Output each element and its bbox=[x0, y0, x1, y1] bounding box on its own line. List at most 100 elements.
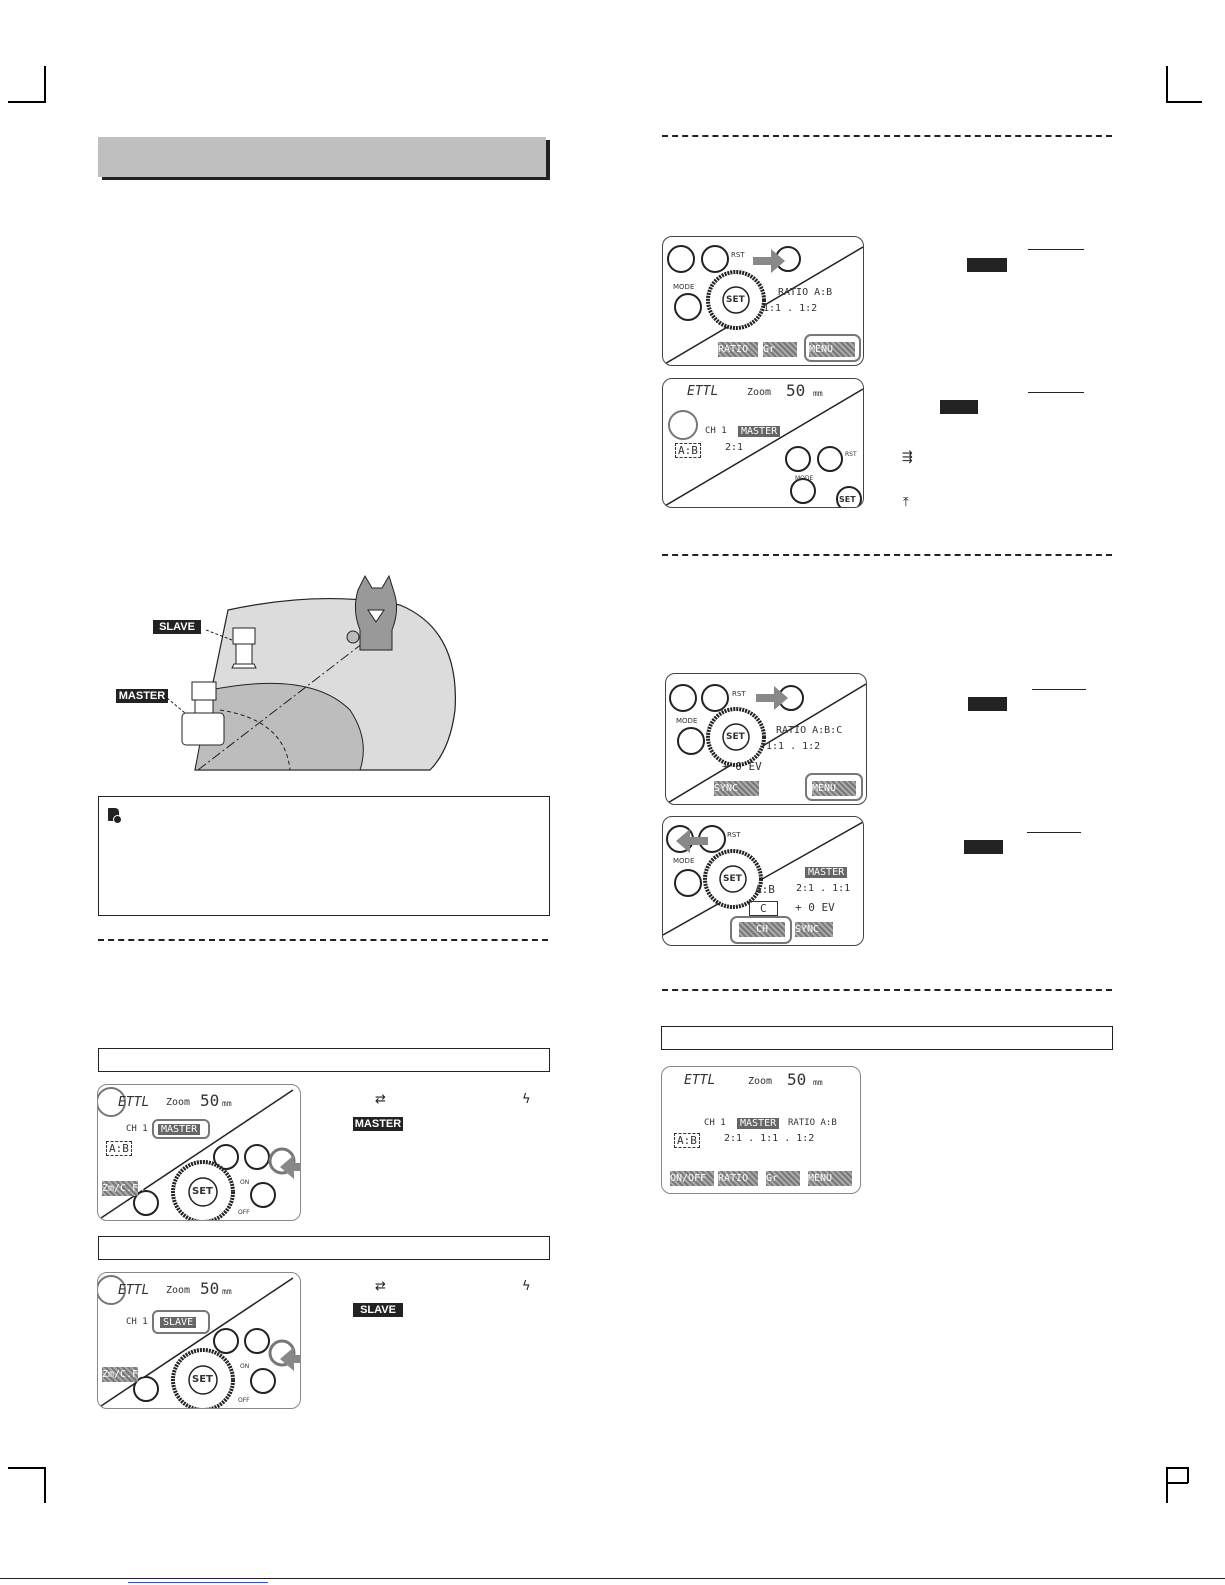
lcd-role: MASTER bbox=[805, 867, 848, 878]
slave-badge: SLAVE bbox=[153, 620, 201, 634]
lcd-group: A:B bbox=[106, 1141, 132, 1156]
note-box bbox=[98, 796, 550, 916]
lcd-mode: ETTL bbox=[687, 384, 719, 399]
slave-unit-icon: ⤒ bbox=[903, 495, 909, 510]
lcd-ev: + 0 EV bbox=[795, 901, 835, 914]
btn-off-label: OFF bbox=[238, 1209, 250, 1216]
master-flash-icon bbox=[181, 681, 225, 746]
lcd-ratio: RATIO A:B bbox=[788, 1118, 837, 1128]
lcd-menu-panel-2: ETTL Zoom 50 mm CH 1 MASTER A:B 2:1 RST … bbox=[662, 378, 864, 508]
lcd-menu-panel-4: RST MODE SET MASTER A:B 2:1 . 1:1 C + 0 … bbox=[662, 816, 864, 946]
btn-set-label[interactable]: SET bbox=[192, 1186, 213, 1197]
btn-set-label[interactable]: SET bbox=[192, 1374, 213, 1385]
soft-key-zm-cfn[interactable]: Zm/C.Fn bbox=[102, 1181, 145, 1196]
lcd-zoom-unit: mm bbox=[222, 1099, 232, 1108]
lcd-zoom: Zoom bbox=[748, 1076, 773, 1087]
btn-on-label: ON bbox=[240, 1363, 250, 1370]
soft-key-ratio[interactable]: RATIO bbox=[718, 342, 758, 357]
menu-key-box bbox=[967, 258, 1007, 272]
lcd-zoom-unit: mm bbox=[222, 1287, 232, 1296]
wireless-button-icon: ⇄ bbox=[375, 1279, 386, 1294]
lcd-zoom: Zoom bbox=[166, 1285, 191, 1296]
menu-key-box bbox=[940, 400, 978, 414]
slave-unit-icon: ⇶ bbox=[902, 450, 913, 465]
underline bbox=[1032, 689, 1086, 690]
soft-key-gr[interactable]: Gr bbox=[763, 342, 797, 357]
lcd-ratio: RATIO A:B bbox=[778, 287, 833, 298]
lcd-role: MASTER bbox=[158, 1124, 201, 1135]
master-mode-badge: MASTER bbox=[353, 1117, 403, 1131]
btn-on-label: ON bbox=[240, 1179, 250, 1186]
slave-mode-badge: SLAVE bbox=[353, 1303, 403, 1317]
lcd-values: 1:1 . 1:2 bbox=[763, 303, 818, 314]
lcd-zoom-unit: mm bbox=[813, 1078, 823, 1087]
btn-set-label[interactable]: SET bbox=[726, 295, 745, 305]
crop-mark bbox=[1166, 1467, 1168, 1503]
lcd-role: SLAVE bbox=[160, 1317, 197, 1328]
soft-key-on-off[interactable]: ON/OFF bbox=[670, 1171, 714, 1186]
btn-rst-label: RST bbox=[731, 251, 745, 259]
menu-key-box bbox=[964, 840, 1003, 854]
footer-link-underline[interactable] bbox=[128, 1582, 268, 1583]
lcd-ratio: RATIO A:B:C bbox=[776, 725, 843, 736]
lcd-values: 1:1 . 1:2 bbox=[766, 741, 821, 752]
lcd-result-panel: ETTL Zoom 50 mm CH 1 MASTER RATIO A:B A:… bbox=[661, 1066, 861, 1194]
dashed-separator bbox=[662, 135, 1112, 137]
soft-key-menu[interactable]: MENU bbox=[808, 1171, 852, 1186]
btn-mode-label: MODE bbox=[795, 475, 814, 482]
crop-mark bbox=[8, 101, 46, 103]
underline bbox=[1027, 832, 1081, 833]
soft-key-gr[interactable]: Gr bbox=[766, 1171, 800, 1186]
slave-setting-label-box bbox=[98, 1236, 550, 1260]
btn-off-label: OFF bbox=[238, 1397, 250, 1404]
menu-key-box bbox=[968, 697, 1007, 711]
crop-mark bbox=[44, 1467, 46, 1503]
lcd-group: A:B bbox=[674, 1133, 700, 1148]
lcd-group: A:B bbox=[675, 443, 701, 458]
soft-key-ratio[interactable]: RATIO bbox=[718, 1171, 758, 1186]
result-label-box bbox=[661, 1026, 1113, 1050]
underline bbox=[1028, 249, 1084, 250]
lcd-zoom-value: 50 bbox=[786, 381, 806, 400]
lcd-group: A:B bbox=[755, 883, 775, 896]
btn-set-label[interactable]: SET bbox=[723, 874, 742, 884]
btn-set-label[interactable]: SET bbox=[726, 732, 745, 742]
soft-key-sync[interactable]: SYNC bbox=[795, 922, 833, 937]
wireless-button-icon: ⇄ bbox=[375, 1092, 386, 1107]
note-icon bbox=[108, 808, 122, 824]
lcd-slave-panel: ETTL Zoom 50 mm CH 1 SLAVE Zm/C.Fn ON OF… bbox=[97, 1272, 301, 1409]
lcd-zoom-value: 50 bbox=[200, 1091, 220, 1110]
lcd-values: 2:1 . 1:1 . 1:2 bbox=[724, 1133, 815, 1144]
lcd-master-panel: ETTL Zoom 50 mm CH 1 MASTER A:B Zm/C.Fn … bbox=[97, 1084, 301, 1221]
crop-mark bbox=[8, 1467, 46, 1469]
footer-rule bbox=[0, 1578, 1225, 1579]
lcd-channel: CH 1 bbox=[126, 1317, 148, 1327]
dashed-separator bbox=[662, 989, 1112, 991]
soft-key-sync[interactable]: SYNC bbox=[714, 781, 759, 796]
lcd-channel: CH 1 bbox=[705, 426, 727, 436]
lcd-menu-panel-3: RST MODE SET RATIO A:B:C 1:1 . 1:2 + 0 E… bbox=[665, 673, 867, 805]
dashed-separator bbox=[662, 554, 1112, 556]
soft-key-zm-cfn[interactable]: Zm/C.Fn bbox=[102, 1367, 145, 1382]
lcd-menu-panel-1: RST MODE SET RATIO A:B 1:1 . 1:2 RATIO G… bbox=[662, 236, 864, 366]
lcd-role: MASTER bbox=[738, 426, 781, 437]
crop-mark bbox=[1166, 101, 1202, 103]
soft-key-menu[interactable]: MENU bbox=[809, 342, 855, 357]
dashed-separator bbox=[98, 939, 548, 941]
lightning-icon: ϟ bbox=[522, 1092, 531, 1107]
lcd-zoom-unit: mm bbox=[813, 389, 823, 398]
lcd-mode: ETTL bbox=[118, 1095, 150, 1110]
lcd-zoom: Zoom bbox=[166, 1097, 191, 1108]
soft-key-menu[interactable]: MENU bbox=[812, 781, 856, 796]
btn-rst-label: RST bbox=[845, 451, 857, 458]
master-setting-label-box bbox=[98, 1048, 550, 1072]
lcd-mode: ETTL bbox=[684, 1073, 716, 1088]
lcd-c-label: C bbox=[749, 901, 778, 916]
underline bbox=[1028, 392, 1084, 393]
wireless-flash-illustration: SLAVE MASTER bbox=[110, 570, 470, 775]
dog-subject-icon bbox=[346, 574, 398, 651]
soft-key-ch[interactable]: CH bbox=[739, 922, 785, 937]
lcd-ratio: 2:1 . 1:1 bbox=[796, 883, 851, 894]
lcd-mode: ETTL bbox=[118, 1283, 150, 1298]
btn-set-label[interactable]: SET bbox=[839, 495, 856, 504]
